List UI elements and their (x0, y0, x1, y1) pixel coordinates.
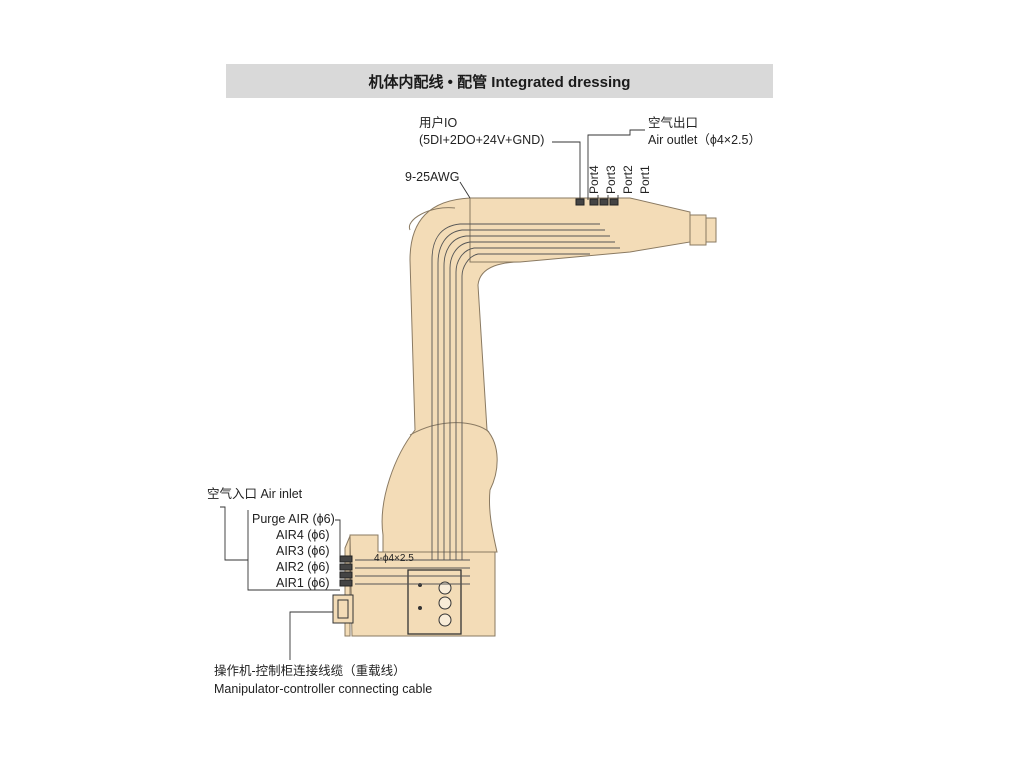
user-io-title: 用户IO (419, 116, 458, 130)
port-label-4: Port4 (587, 165, 601, 194)
robot-body (332, 197, 717, 637)
cable-connector (332, 594, 354, 624)
robot-flange (689, 214, 707, 246)
air-outlet-ports (575, 198, 619, 206)
air-inlet-item-air3: AIR3 (ϕ6) (276, 544, 330, 558)
air-inlet-item-air2: AIR2 (ϕ6) (276, 560, 330, 574)
base-connector-panel (407, 569, 462, 635)
air-inlet-fittings (339, 555, 353, 587)
tube-label: 4-ϕ4×2.5 (374, 553, 414, 564)
leader-lines (220, 129, 645, 660)
air-inlet-item-air4: AIR4 (ϕ6) (276, 528, 330, 542)
cable-title-cn: 操作机-控制柜连接线缆（重载线） (214, 664, 406, 678)
wire-gauge-label: 9-25AWG (405, 170, 460, 184)
diagram-title: 机体内配线 • 配管 Integrated dressing (226, 64, 773, 98)
air-inlet-title: 空气入口 Air inlet (207, 487, 303, 501)
internal-wiring (355, 223, 620, 585)
air-outlet-title: 空气出口 (648, 116, 699, 130)
user-io-spec: (5DI+2DO+24V+GND) (419, 133, 545, 147)
air-outlet-spec: Air outlet（ϕ4×2.5） (648, 133, 761, 147)
port-label-3: Port3 (604, 165, 618, 194)
port-label-2: Port2 (621, 165, 635, 194)
air-inlet-item-air1: AIR1 (ϕ6) (276, 576, 330, 590)
air-inlet-item-purge: Purge AIR (ϕ6) (252, 512, 335, 526)
cable-title-en: Manipulator-controller connecting cable (214, 682, 433, 696)
port-label-1: Port1 (638, 165, 652, 194)
